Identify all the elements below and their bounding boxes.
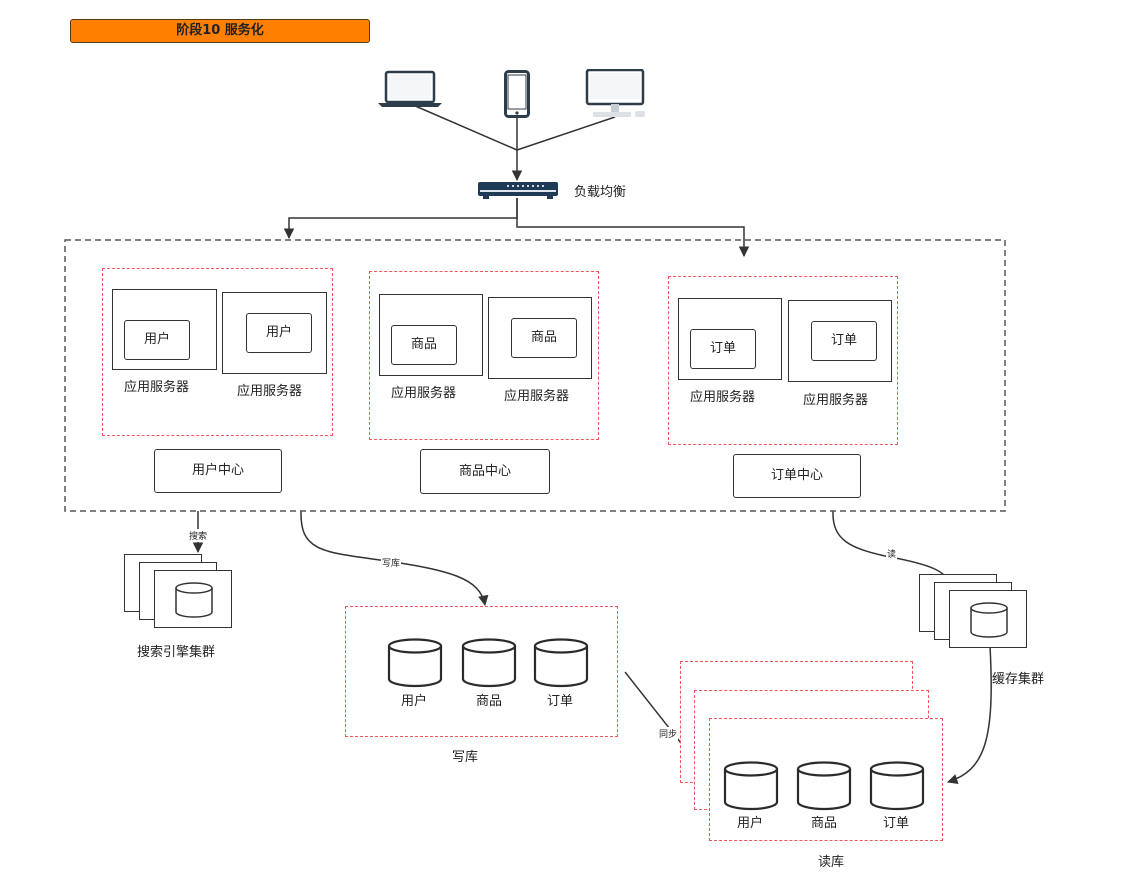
load-balancer-switch-icon xyxy=(478,182,558,199)
laptop-connector xyxy=(412,104,518,151)
database-icon xyxy=(175,582,213,618)
read-db-table-label: 用户 xyxy=(737,816,764,831)
database-icon xyxy=(533,638,589,688)
app-server-caption: 应用服务器 xyxy=(124,380,190,395)
search-edge-label: 搜索 xyxy=(188,529,209,542)
order-module: 订单 xyxy=(690,329,756,369)
desktop-computer-icon xyxy=(585,69,645,117)
laptop-icon xyxy=(378,70,442,107)
order-center-box: 订单中心 xyxy=(733,454,861,498)
write-db-table-label: 订单 xyxy=(547,694,574,709)
user-service-group xyxy=(102,268,333,436)
lb-to-cluster-right xyxy=(516,198,750,258)
user-module: 用户 xyxy=(124,320,190,360)
product-center-box: 商品中心 xyxy=(420,449,550,494)
database-icon xyxy=(796,761,852,811)
product-module: 商品 xyxy=(511,318,577,358)
write-edge-label: 写库 xyxy=(381,556,402,569)
cache-to-readdb-edge xyxy=(947,645,992,785)
app-server-caption: 应用服务器 xyxy=(391,386,457,401)
mobile-phone-icon xyxy=(504,70,530,118)
sync-edge-label: 同步 xyxy=(658,727,679,740)
user-module: 用户 xyxy=(246,313,312,353)
write-db-group xyxy=(345,606,618,737)
read-db-table-label: 商品 xyxy=(811,816,838,831)
stage-title: 阶段10 服务化 xyxy=(70,19,370,43)
app-server-box: 订单 xyxy=(788,300,892,382)
database-icon xyxy=(461,638,517,688)
desktop-connector xyxy=(516,116,616,151)
app-server-box: 用户 xyxy=(222,292,327,374)
read-db-label: 读库 xyxy=(818,855,845,870)
product-module: 商品 xyxy=(391,325,457,365)
service-cluster-boundary xyxy=(64,239,1006,512)
app-server-caption: 应用服务器 xyxy=(690,390,756,405)
app-server-box: 订单 xyxy=(678,298,782,380)
lb-to-cluster-left xyxy=(283,198,518,240)
app-server-box: 用户 xyxy=(112,289,217,370)
write-db-label: 写库 xyxy=(452,750,479,765)
database-icon xyxy=(723,761,779,811)
search-cluster-label: 搜索引擎集群 xyxy=(137,645,216,660)
database-icon xyxy=(387,638,443,688)
read-edge-label: 读 xyxy=(886,547,898,560)
order-service-group xyxy=(668,276,898,445)
read-db-table-label: 订单 xyxy=(883,816,910,831)
app-server-box: 商品 xyxy=(379,294,483,376)
user-center-box: 用户中心 xyxy=(154,449,282,493)
product-service-group xyxy=(369,271,599,440)
cache-node-card xyxy=(949,590,1027,648)
write-db-table-label: 用户 xyxy=(401,694,428,709)
write-db-table-label: 商品 xyxy=(476,694,503,709)
database-icon xyxy=(869,761,925,811)
app-server-box: 商品 xyxy=(488,297,592,379)
search-node-card xyxy=(154,570,232,628)
app-server-caption: 应用服务器 xyxy=(803,393,869,408)
cache-cluster-label: 缓存集群 xyxy=(992,672,1045,687)
write-edge xyxy=(300,510,489,607)
database-icon xyxy=(970,602,1008,638)
load-balancer-label: 负载均衡 xyxy=(574,185,627,200)
app-server-caption: 应用服务器 xyxy=(504,389,570,404)
app-server-caption: 应用服务器 xyxy=(237,384,303,399)
order-module: 订单 xyxy=(811,321,877,361)
